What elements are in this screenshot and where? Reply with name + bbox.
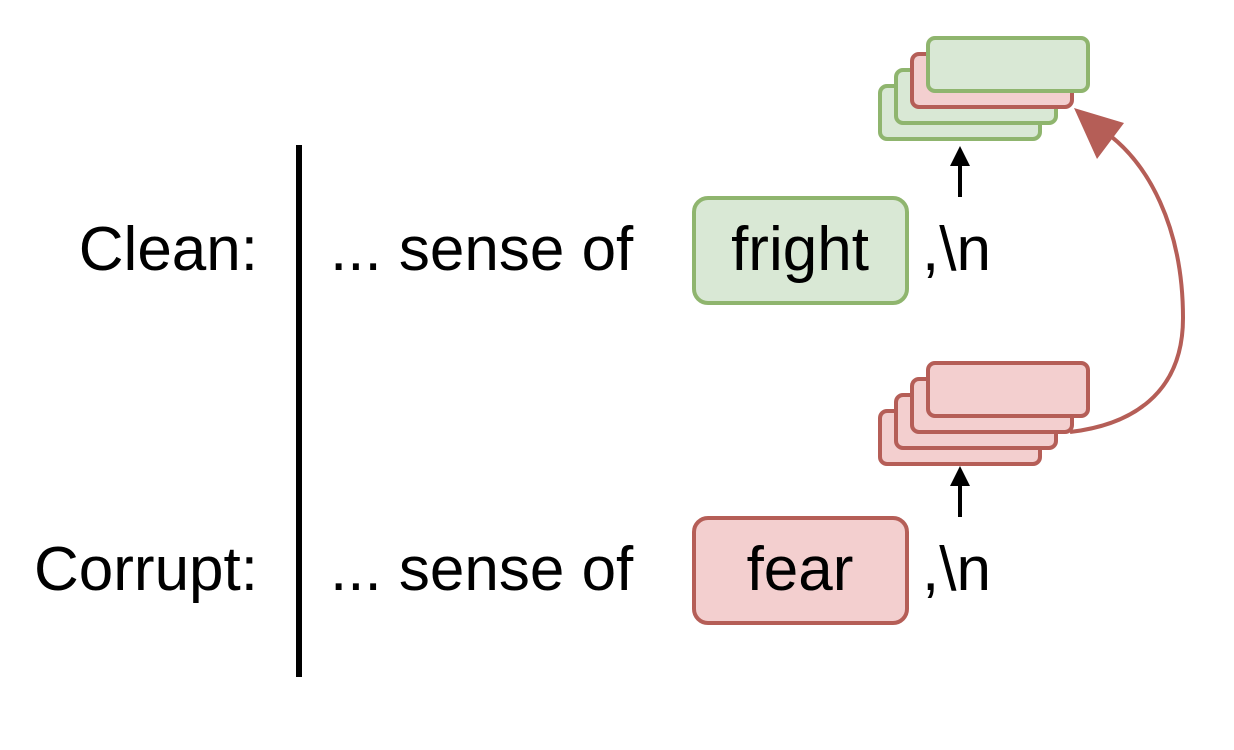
clean-label: Clean: bbox=[79, 215, 258, 284]
corrupt-layer-4 bbox=[926, 361, 1090, 418]
corrupt-activation-stack bbox=[878, 361, 1090, 466]
clean-prefix: ... sense of bbox=[330, 215, 634, 284]
corrupt-label: Corrupt: bbox=[34, 535, 258, 604]
patch-arrow-head bbox=[1074, 108, 1124, 159]
corrupt-token-box bbox=[692, 516, 909, 625]
clean-suffix: ,\n bbox=[922, 215, 991, 284]
clean-activation-stack bbox=[878, 36, 1090, 141]
clean-token: fright bbox=[731, 215, 869, 284]
corrupt-prefix: ... sense of bbox=[330, 535, 634, 604]
patch-arrow bbox=[1069, 125, 1186, 434]
clean-token-box bbox=[692, 196, 909, 305]
clean-layer-4 bbox=[926, 36, 1090, 93]
corrupt-suffix: ,\n bbox=[922, 535, 991, 604]
corrupt-token: fear bbox=[747, 535, 854, 604]
